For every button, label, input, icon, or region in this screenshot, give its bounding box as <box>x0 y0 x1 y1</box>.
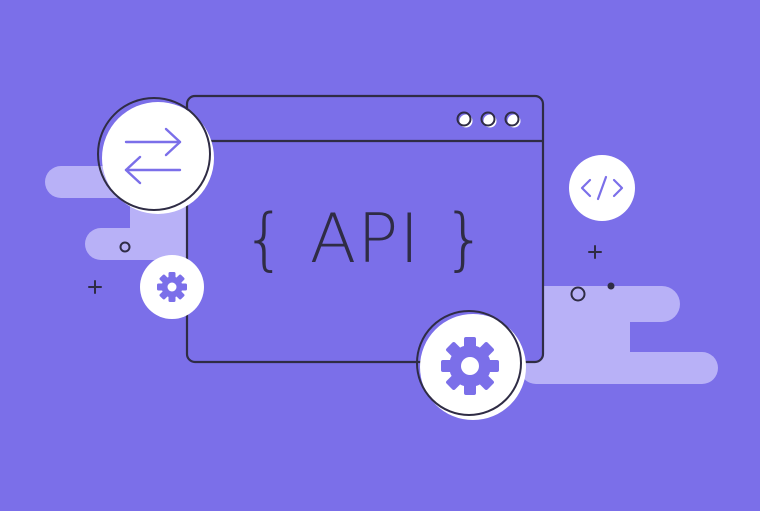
browser-window <box>185 94 545 364</box>
code-badge <box>569 155 635 221</box>
swap-badge <box>97 97 214 214</box>
gear-icon <box>157 272 187 302</box>
arrows-swap-icon <box>124 127 182 185</box>
window-control-dots <box>456 111 521 128</box>
small-gear-badge <box>140 255 204 319</box>
gear-icon <box>441 337 499 395</box>
code-icon <box>580 175 624 201</box>
cloud-right <box>520 286 718 384</box>
api-label: { API } <box>242 200 488 279</box>
large-gear-badge <box>416 310 526 420</box>
sparkle-decorations <box>88 241 615 302</box>
